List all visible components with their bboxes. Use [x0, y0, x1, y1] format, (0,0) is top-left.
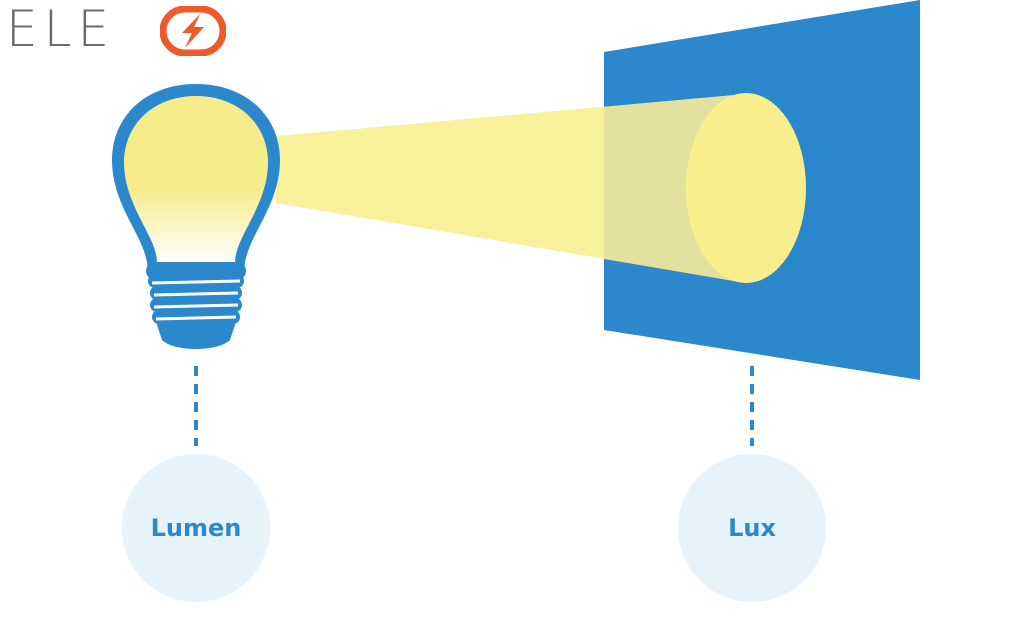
light-bulb-icon	[112, 84, 280, 349]
logo-text: ELE	[6, 0, 116, 58]
lumen-label: Lumen	[150, 514, 242, 542]
lux-label-circle: Lux	[678, 454, 826, 602]
illuminated-spot	[686, 93, 806, 283]
brand-logo: ELE	[0, 0, 240, 64]
lightning-bolt-icon	[160, 6, 226, 56]
lux-label: Lux	[728, 514, 776, 542]
lumen-label-circle: Lumen	[122, 454, 270, 602]
